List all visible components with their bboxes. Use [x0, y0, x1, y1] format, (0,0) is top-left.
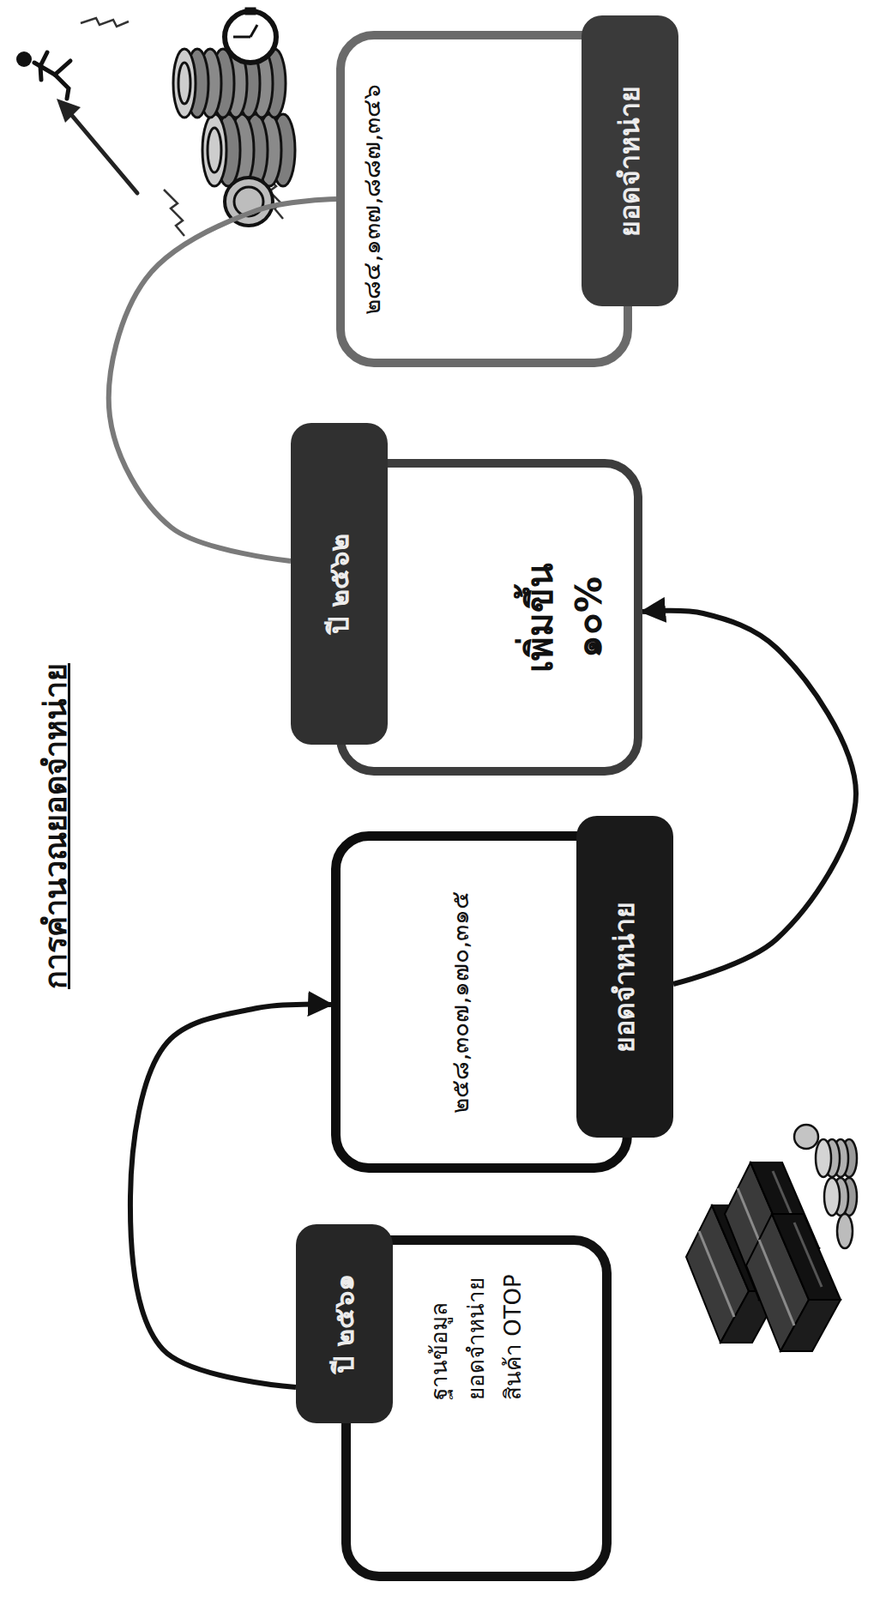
illustration-part: [34, 62, 55, 75]
header-tab: ปี ๒๕๖๑: [295, 1223, 393, 1423]
illustration-part: [224, 11, 277, 63]
illustration-part: [68, 111, 138, 193]
flow-box: ๒๘๔,๑๓๗,๘๘๗,๓๔๖ ยอดจำหน่าย: [336, 15, 679, 368]
illustration-part: [163, 189, 185, 236]
flow-box: ๒๕๘,๓๐๗,๑๗๐,๓๑๕ ยอดจำหน่าย: [331, 815, 674, 1173]
header-tab: ยอดจำหน่าย: [581, 15, 679, 307]
flow-arrow: [642, 610, 856, 984]
illustration-part: [54, 60, 71, 75]
box-text: ๒๘๔,๑๓๗,๘๘๗,๓๔๖: [356, 84, 388, 315]
illustration-part: [245, 7, 256, 15]
illustration-part: [54, 74, 69, 99]
illustration-part: [16, 51, 32, 67]
illustration-part: [837, 1213, 853, 1248]
coins-clock-runner: [16, 7, 296, 236]
box-heading: ยอดจำหน่าย: [607, 901, 644, 1053]
illustration-part: [56, 98, 81, 123]
illustration-part: [815, 1139, 832, 1177]
box-text: ฐานข้อมูล ยอดจำหน่าย สินค้า OTOP: [421, 1265, 532, 1400]
header-tab: ปี ๒๕๖๒: [290, 422, 388, 745]
flow-box: เพิ่มขึ้น ๑๐% ปี ๒๕๖๒: [290, 422, 643, 776]
illustration-part: [68, 111, 138, 193]
box-heading: ปี ๒๕๖๑: [326, 1273, 363, 1374]
illustration-part: [794, 1124, 857, 1248]
flow-box: ฐานข้อมูล ยอดจำหน่าย สินค้า OTOP ปี ๒๕๖๑: [295, 1223, 612, 1581]
box-heading: ยอดจำหน่าย: [612, 85, 649, 237]
illustration-part: [173, 48, 296, 226]
illustration-part: [233, 36, 251, 39]
diagram-title: การคำนวณยอดจำหน่าย: [36, 663, 77, 989]
connectors: [108, 198, 856, 1387]
money-stack: [686, 1124, 857, 1351]
illustration-part: [250, 24, 258, 37]
box-text: เพิ่มขึ้น ๑๐%: [516, 558, 614, 677]
illustration-part: [80, 18, 129, 27]
illustration-part: [34, 52, 71, 99]
box-text: ๒๕๘,๓๐๗,๑๗๐,๓๑๕: [445, 891, 477, 1114]
illustration-part: [224, 7, 277, 63]
illustration-part: [40, 66, 42, 80]
illustration-part: [794, 1124, 819, 1149]
box-heading: ปี ๒๕๖๒: [321, 533, 358, 634]
illustration-part: [40, 52, 48, 67]
illustration-part: [207, 127, 222, 173]
illustration-part: [824, 1177, 840, 1216]
header-tab: ยอดจำหน่าย: [576, 815, 674, 1138]
illustration-part: [746, 1213, 841, 1351]
illustration-part: [173, 48, 196, 118]
illustration-part: [178, 62, 191, 104]
illustration-part: [202, 114, 227, 187]
